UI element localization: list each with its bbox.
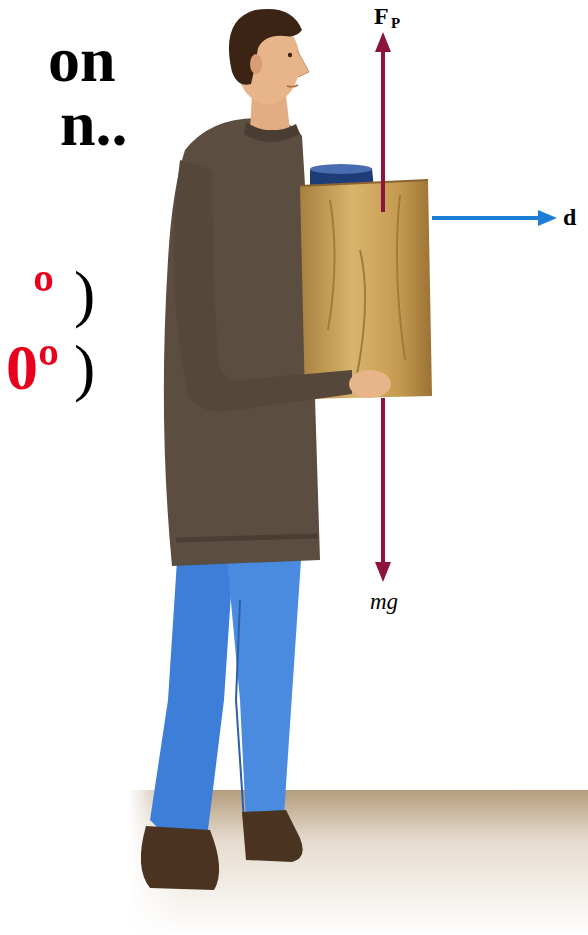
weight-label: mg xyxy=(370,590,398,613)
sweater-hem xyxy=(176,536,318,540)
hair xyxy=(229,9,302,85)
force-label: F xyxy=(374,4,389,28)
angle-value: 0º xyxy=(6,336,59,400)
man-figure xyxy=(141,9,320,890)
displacement-label: d xyxy=(563,205,576,229)
sleeve xyxy=(174,160,352,411)
displacement-arrow xyxy=(432,216,540,220)
bag xyxy=(300,180,432,399)
arrow-head xyxy=(375,562,391,582)
arm xyxy=(174,160,391,411)
angle-value: º xyxy=(33,262,54,326)
front-leg xyxy=(226,545,302,822)
force-arrow xyxy=(381,48,385,212)
front-shoe xyxy=(242,810,303,862)
hand xyxy=(349,370,391,398)
collar xyxy=(244,122,300,142)
slide-text: on xyxy=(48,28,116,92)
slide-text: n.. xyxy=(60,92,128,156)
back-leg xyxy=(150,545,234,836)
weight-arrow xyxy=(381,398,385,566)
arrow-head xyxy=(375,32,391,52)
nose xyxy=(297,50,309,77)
leg-seam xyxy=(236,600,244,820)
force-arrows xyxy=(375,32,557,582)
grocery-bag xyxy=(300,164,432,399)
eye xyxy=(288,53,292,57)
bag-folds xyxy=(328,195,405,380)
jar-lid-top xyxy=(310,164,372,174)
parenthesis: ) xyxy=(74,262,95,326)
ear xyxy=(250,54,262,74)
back-shoe xyxy=(141,826,219,890)
force-subscript: P xyxy=(391,16,400,31)
arrow-head xyxy=(538,210,557,226)
bag-rim xyxy=(300,180,428,186)
mouth xyxy=(287,85,298,87)
parenthesis: ) xyxy=(74,336,95,400)
